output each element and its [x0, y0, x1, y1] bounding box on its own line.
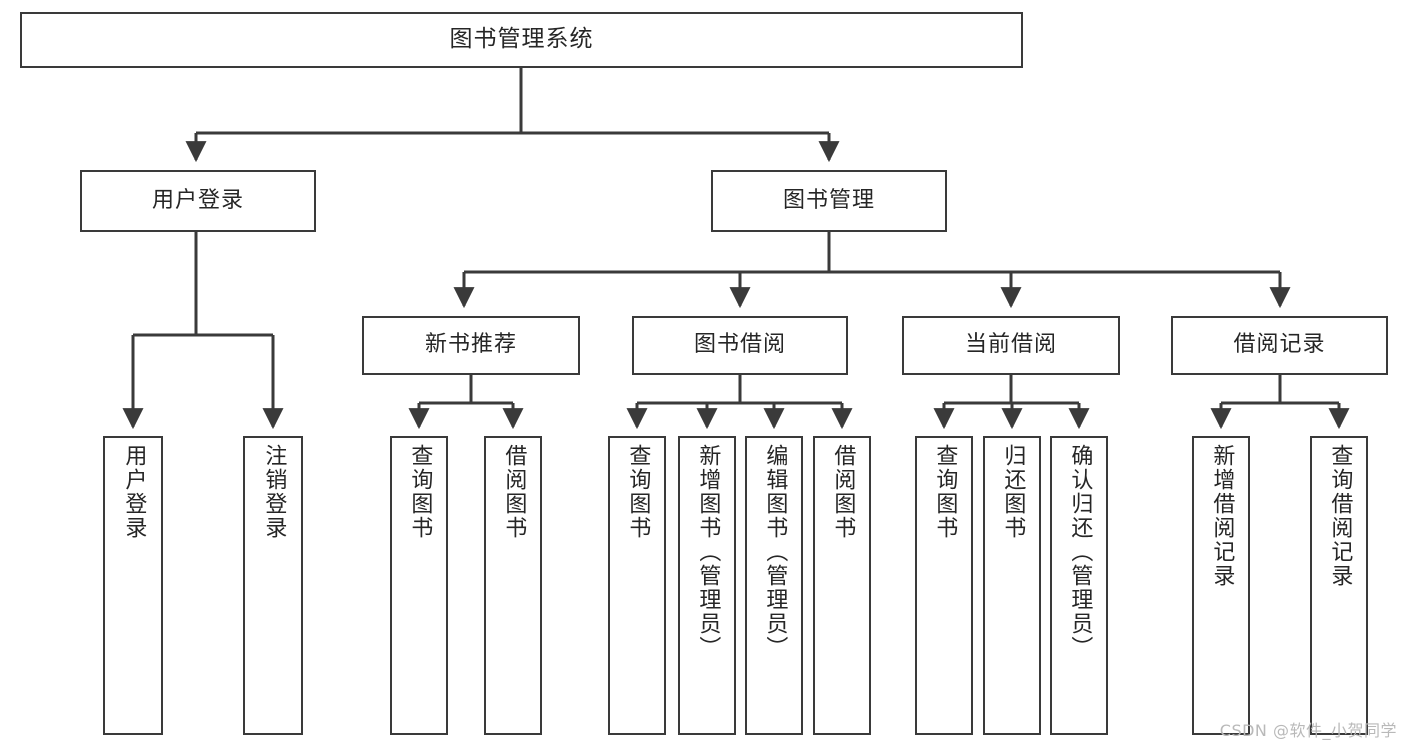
node-label: 借阅图书 [830, 444, 856, 540]
leaf-return-book[interactable]: 归还图书 [983, 436, 1041, 735]
leaf-query-book-newbook[interactable]: 查询图书 [390, 436, 448, 735]
node-user-login[interactable]: 用户登录 [80, 170, 316, 232]
node-label: 查询图书 [625, 444, 651, 540]
node-label: 新书推荐 [424, 332, 517, 358]
node-label: 编辑图书（管理员） [762, 444, 788, 660]
node-label: 确认归还（管理员） [1067, 444, 1093, 660]
node-label: 借阅图书 [501, 444, 527, 540]
leaf-query-borrow-record[interactable]: 查询借阅记录 [1310, 436, 1368, 735]
leaf-add-book-admin[interactable]: 新增图书（管理员） [678, 436, 736, 735]
node-root-system[interactable]: 图书管理系统 [20, 12, 1023, 68]
leaf-user-login[interactable]: 用户登录 [103, 436, 163, 735]
leaf-confirm-return-admin[interactable]: 确认归还（管理员） [1050, 436, 1108, 735]
leaf-query-book-borrowing[interactable]: 查询图书 [608, 436, 666, 735]
node-label: 注销登录 [261, 444, 287, 540]
node-borrowing-record[interactable]: 借阅记录 [1171, 316, 1388, 375]
node-label: 借阅记录 [1233, 332, 1326, 358]
node-label: 查询图书 [932, 444, 958, 540]
node-label: 归还图书 [1000, 444, 1026, 540]
leaf-query-book-current[interactable]: 查询图书 [915, 436, 973, 735]
node-label: 查询图书 [407, 444, 433, 540]
node-book-management[interactable]: 图书管理 [711, 170, 947, 232]
leaf-add-borrow-record[interactable]: 新增借阅记录 [1192, 436, 1250, 735]
node-label: 图书管理系统 [449, 26, 594, 53]
node-label: 用户登录 [121, 444, 147, 540]
watermark-text: CSDN @软件_小贺同学 [1219, 721, 1397, 740]
node-label: 新增图书（管理员） [695, 444, 721, 660]
node-label: 用户登录 [151, 187, 244, 213]
node-label: 图书借阅 [693, 332, 786, 358]
node-label: 图书管理 [782, 187, 875, 213]
node-label: 当前借阅 [964, 332, 1057, 358]
node-label: 查询借阅记录 [1327, 444, 1353, 588]
leaf-borrow-book-borrowing[interactable]: 借阅图书 [813, 436, 871, 735]
node-book-borrowing[interactable]: 图书借阅 [632, 316, 848, 375]
node-new-book-recommendation[interactable]: 新书推荐 [362, 316, 580, 375]
leaf-logout[interactable]: 注销登录 [243, 436, 303, 735]
node-current-borrowing[interactable]: 当前借阅 [902, 316, 1120, 375]
leaf-edit-book-admin[interactable]: 编辑图书（管理员） [745, 436, 803, 735]
node-label: 新增借阅记录 [1209, 444, 1235, 588]
leaf-borrow-book-newbook[interactable]: 借阅图书 [484, 436, 542, 735]
